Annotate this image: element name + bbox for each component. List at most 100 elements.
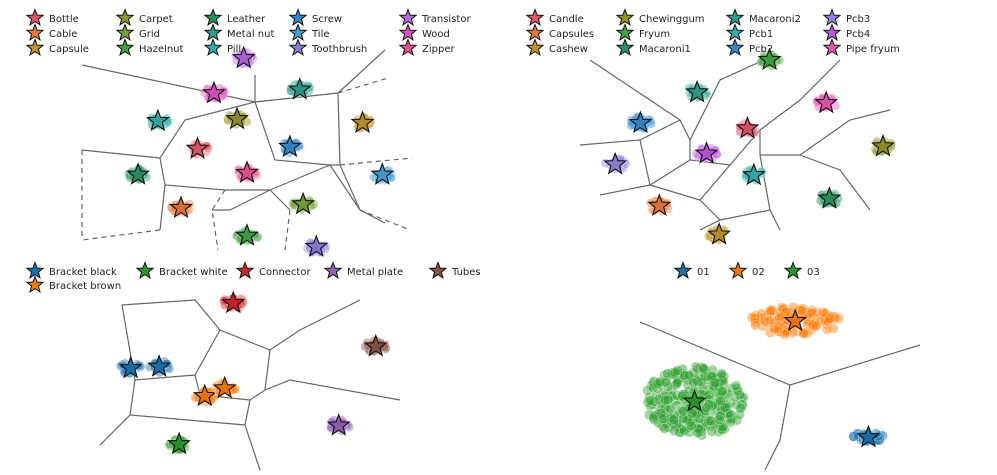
legend-label: Macaroni1: [639, 44, 691, 55]
centroid-star: [231, 45, 256, 69]
data-point: [796, 305, 807, 316]
data-point: [705, 415, 716, 426]
centroid-star: [741, 162, 766, 186]
centroid-star: [118, 355, 143, 379]
legend-item-zipper: Zipper: [398, 38, 455, 57]
legend-label: Toothbrush: [311, 44, 367, 55]
legend-star-icon: [115, 23, 135, 42]
cluster-capsule: [350, 110, 376, 134]
legend-item-bracket-black: Bracket black: [25, 261, 117, 280]
cluster-pcb1: [741, 162, 767, 186]
legend-item-candle: Candle: [525, 8, 584, 27]
data-point: [686, 408, 698, 419]
data-point: [716, 368, 727, 379]
legend-item-capsule: Capsule: [25, 38, 89, 57]
data-point: [662, 394, 674, 406]
data-point: [692, 363, 703, 374]
cluster-screw: [277, 134, 305, 158]
legend-item-capsules: Capsules: [525, 23, 594, 42]
data-point: [686, 420, 697, 432]
data-point: [672, 377, 683, 389]
legend-item-connector: Connector: [235, 261, 311, 280]
data-point: [797, 303, 809, 314]
cluster-tile: [368, 162, 396, 186]
data-point: [660, 377, 672, 388]
centroid-star: [783, 308, 808, 332]
legend-label: Carpet: [139, 14, 173, 25]
legend-label: Cable: [49, 29, 77, 40]
legend-star-icon: [673, 261, 693, 280]
centroid-star: [221, 290, 246, 314]
legend-label: Capsules: [549, 29, 594, 40]
legend-star-icon: [288, 38, 308, 57]
chart-panel-2: [600, 47, 896, 245]
legend-item-grid: Grid: [115, 23, 160, 42]
legend-item-bottle: Bottle: [25, 8, 79, 27]
legend-item-pcb4: Pcb4: [822, 23, 870, 42]
centroid-star: [185, 136, 210, 159]
legend-star-icon: [235, 261, 255, 280]
data-point: [775, 311, 787, 323]
legend-star-icon: [615, 38, 635, 57]
data-point: [662, 368, 673, 379]
legend-item-carpet: Carpet: [115, 8, 173, 27]
legend-label: Zipper: [422, 44, 455, 55]
legend-label: Bracket brown: [49, 281, 121, 292]
legend-label: Grid: [139, 29, 160, 40]
data-point: [749, 317, 761, 328]
legend-label: Tubes: [451, 267, 481, 278]
data-point: [692, 427, 703, 439]
legend-label: 01: [697, 267, 710, 278]
legend-star-icon: [288, 23, 308, 42]
legend-item-screw: Screw: [288, 8, 342, 27]
legend-item-01: 01: [673, 261, 710, 280]
voronoi-boundaries: [81, 49, 921, 471]
legend-star-icon: [398, 8, 418, 27]
legend-star-icon: [25, 23, 45, 42]
data-point: [698, 363, 709, 374]
chart-layer: [115, 45, 896, 455]
cluster-chewinggum: [870, 133, 896, 157]
centroid-star: [817, 186, 842, 209]
data-point: [642, 397, 654, 408]
data-point: [700, 402, 712, 413]
legend-item-pill: Pill: [203, 38, 241, 57]
data-point: [655, 407, 667, 419]
legend-item-macaroni1: Macaroni1: [615, 38, 691, 57]
legend-star-icon: [115, 38, 135, 57]
data-point: [648, 412, 659, 424]
data-point: [750, 319, 761, 331]
data-point: [660, 395, 671, 406]
legend-star-icon: [725, 23, 745, 42]
centroid-star: [628, 110, 653, 134]
data-point: [647, 382, 659, 394]
cluster-03: [642, 361, 749, 441]
data-point: [644, 395, 656, 406]
data-point: [668, 414, 680, 425]
legend-star-icon: [115, 8, 135, 27]
legend-label: Macaroni2: [749, 14, 801, 25]
centroid-star: [225, 106, 250, 130]
cluster-carpet: [223, 106, 252, 130]
legend-star-icon: [203, 8, 223, 27]
legend-star-icon: [525, 8, 545, 27]
centroid-star: [757, 47, 782, 71]
cluster-bracket-brown: [190, 383, 220, 407]
cluster-pcb4: [691, 141, 722, 164]
legend-label: Bracket white: [159, 267, 228, 278]
data-point: [730, 380, 742, 392]
legend-item-wood: Wood: [398, 23, 450, 42]
cluster-cable: [166, 195, 195, 219]
legend-star-icon: [525, 23, 545, 42]
legend-star-icon: [822, 8, 842, 27]
legend-label: Pill: [227, 44, 241, 55]
chart-panel-3: [115, 290, 391, 455]
centroid-star: [169, 195, 193, 219]
cluster-bracket-black: [115, 355, 146, 379]
legend-star-icon: [25, 8, 45, 27]
legend-star-icon: [398, 38, 418, 57]
legend-item-bracket-white: Bracket white: [135, 261, 228, 280]
cluster-tubes: [360, 333, 391, 357]
data-point: [709, 377, 721, 389]
cluster-pcb3: [600, 151, 631, 175]
